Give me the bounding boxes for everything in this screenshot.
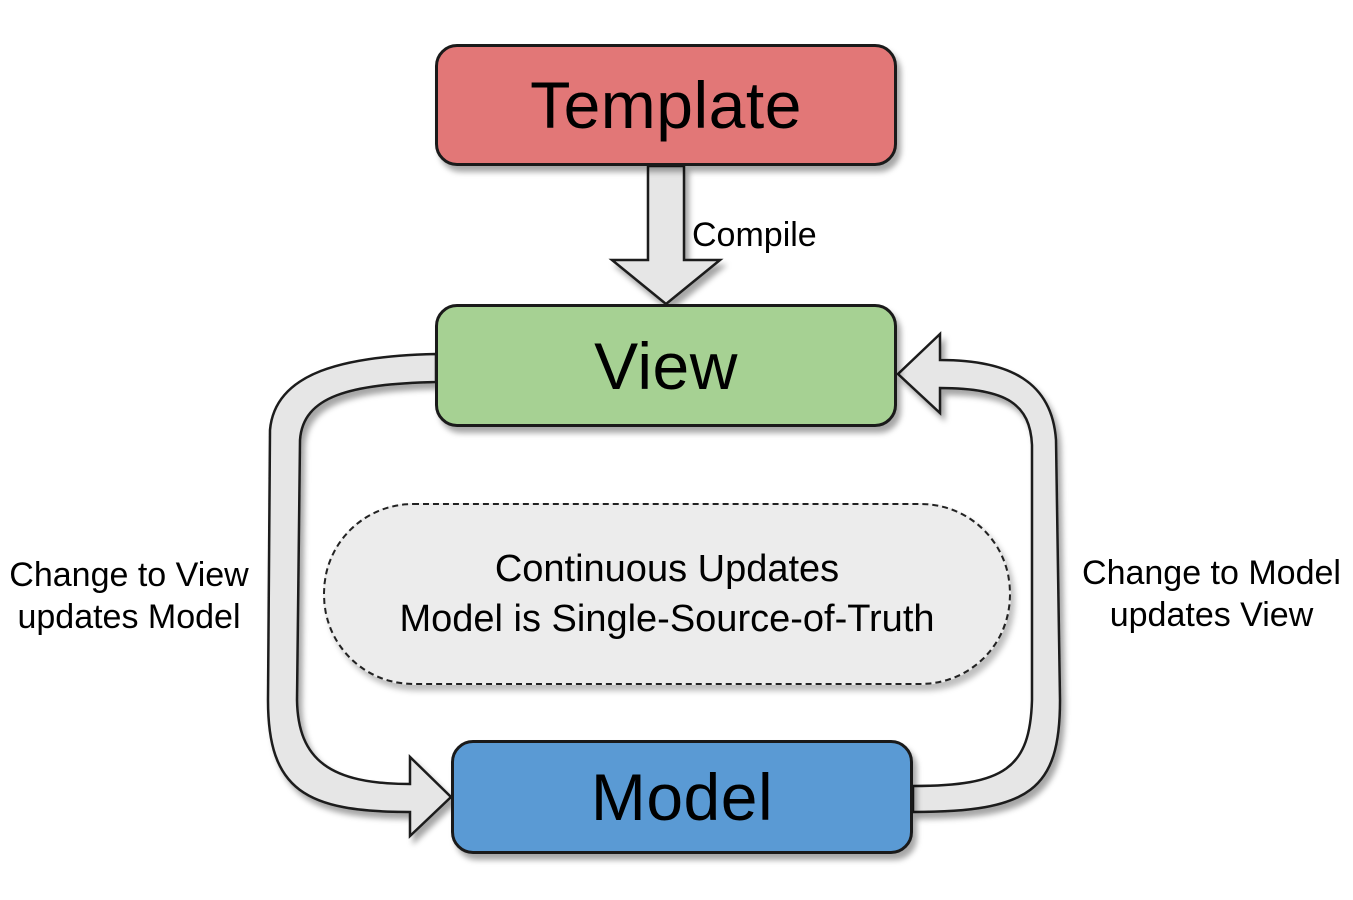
note-line-1: Continuous Updates (494, 548, 840, 590)
view-to-model-arrow-shape (266, 352, 453, 839)
view-to-model-label-line-2: updates Model (17, 598, 241, 636)
continuous-updates-note: Continuous Updates Model is Single-Sourc… (323, 503, 1011, 685)
model-to-view-arrow (896, 331, 1062, 814)
view-label: View (594, 328, 738, 403)
model-to-view-label: Change to Model updates View (1070, 552, 1353, 636)
model-to-view-label-line-2: updates View (1109, 596, 1314, 634)
model-node: Model (451, 740, 913, 854)
model-to-view-label-line-1: Change to Model (1082, 554, 1341, 592)
compile-label: Compile (692, 216, 817, 254)
template-node: Template (435, 44, 897, 166)
view-to-model-label: Change to View updates Model (0, 554, 258, 638)
model-label: Model (590, 760, 774, 834)
template-label: Template (530, 68, 802, 142)
note-line-2: Model is Single-Source-of-Truth (399, 598, 935, 640)
compile-arrow (608, 164, 724, 306)
view-to-model-label-line-1: Change to View (9, 556, 249, 594)
view-node: View (435, 304, 897, 427)
